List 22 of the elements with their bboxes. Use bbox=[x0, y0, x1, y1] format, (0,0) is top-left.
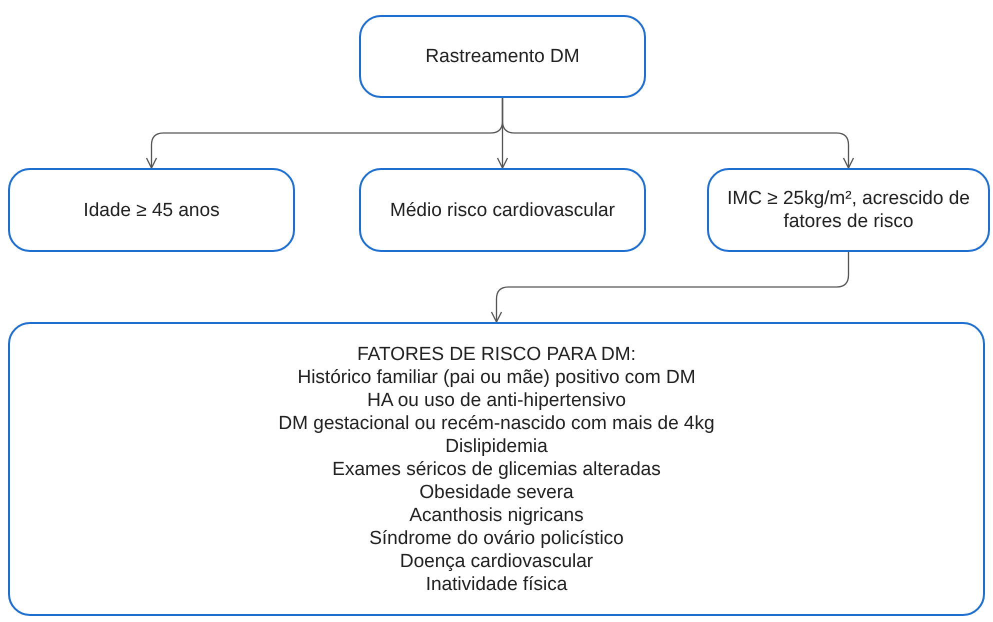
list-item-text: Histórico familiar (pai ou mãe) positivo com DM bbox=[297, 366, 696, 388]
heading-text: FATORES DE RISCO PARA DM: bbox=[357, 342, 636, 366]
list-item-text: Doença cardiovascular bbox=[400, 550, 594, 572]
risk-factors-box bbox=[8, 322, 985, 616]
box-text: Médio risco cardiovascular bbox=[389, 198, 616, 222]
list-item-text: Síndrome do ovário policístico bbox=[369, 526, 624, 550]
list-item-text: DM gestacional ou recém-nascido com mais de 4kg bbox=[278, 412, 715, 434]
list-item-text: Dislipidemia bbox=[445, 434, 548, 458]
process-box bbox=[359, 15, 646, 98]
list-item-text: Inatividade física bbox=[426, 572, 568, 596]
list-item-text: Exames séricos de glicemias alteradas bbox=[332, 458, 661, 480]
box-text: IMC ≥ 25kg/m², acrescido de fatores de risco bbox=[726, 187, 971, 233]
process-box bbox=[8, 168, 295, 252]
list-item-text: Obesidade severa bbox=[419, 480, 574, 504]
list-item-text: HA ou uso de anti-hipertensivo bbox=[367, 388, 626, 412]
arrow bbox=[490, 252, 850, 323]
arrow bbox=[502, 98, 854, 169]
box-text: Idade ≥ 45 anos bbox=[82, 198, 221, 222]
process-box bbox=[707, 168, 990, 252]
process-box bbox=[359, 168, 646, 252]
box-text: Rastreamento DM bbox=[424, 45, 581, 68]
list-item-text: Acanthosis nigricans bbox=[409, 504, 584, 526]
